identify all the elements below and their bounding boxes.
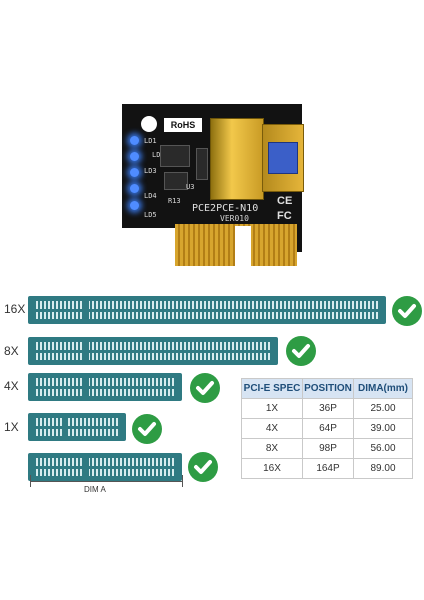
slot-label-8x: 8X bbox=[4, 344, 19, 358]
slot-4x bbox=[28, 373, 182, 401]
slot-divider bbox=[34, 308, 380, 312]
fc-mark: FC bbox=[277, 210, 292, 222]
slot-key bbox=[62, 416, 67, 438]
table-row: 16X 164P 89.00 bbox=[241, 458, 413, 479]
ce-mark: CE bbox=[277, 195, 293, 207]
dimension-label: DIM A bbox=[84, 485, 106, 494]
led-light bbox=[130, 168, 139, 177]
slot-key bbox=[84, 299, 89, 321]
slot-1x bbox=[28, 413, 126, 441]
table-row: 1X 36P 25.00 bbox=[241, 398, 413, 419]
table-header-row: PCI-E SPEC POSITION DIMA(mm) bbox=[241, 378, 413, 399]
chip bbox=[196, 148, 208, 180]
slot-dimension bbox=[28, 453, 182, 481]
silk-ld1: LD1 bbox=[144, 137, 157, 145]
table-cell: 98P bbox=[302, 438, 354, 459]
check-icon bbox=[392, 296, 422, 326]
chip bbox=[160, 145, 190, 167]
header-spec: PCI-E SPEC bbox=[241, 378, 303, 399]
slot-divider bbox=[34, 465, 176, 469]
model-label: PCE2PCE-N10 bbox=[192, 203, 259, 214]
led-light bbox=[130, 136, 139, 145]
slot-divider bbox=[34, 385, 176, 389]
table-cell: 8X bbox=[241, 438, 303, 459]
slot-label-1x: 1X bbox=[4, 420, 19, 434]
silk-u3: U3 bbox=[186, 183, 195, 191]
table-cell: 25.00 bbox=[353, 398, 413, 419]
table-cell: 39.00 bbox=[353, 418, 413, 439]
table-cell: 36P bbox=[302, 398, 354, 419]
usb-connector-body bbox=[210, 118, 264, 200]
table-row: 8X 98P 56.00 bbox=[241, 438, 413, 459]
slot-key bbox=[84, 340, 89, 362]
table-cell: 56.00 bbox=[353, 438, 413, 459]
contact-notch bbox=[235, 226, 251, 268]
dimension-tick bbox=[182, 475, 183, 487]
table-cell: 64P bbox=[302, 418, 354, 439]
slot-8x bbox=[28, 337, 278, 365]
dimension-tick bbox=[30, 475, 31, 487]
silk-ld3: LD3 bbox=[144, 167, 157, 175]
header-position: POSITION bbox=[302, 378, 354, 399]
slot-label-16x: 16X bbox=[4, 302, 26, 316]
slot-16x bbox=[28, 296, 386, 324]
mounting-hole bbox=[141, 116, 157, 132]
chip bbox=[164, 172, 188, 190]
slot-divider bbox=[34, 425, 120, 429]
table-cell: 164P bbox=[302, 458, 354, 479]
header-dima: DIMA(mm) bbox=[353, 378, 413, 399]
version-label: VER010 bbox=[220, 214, 249, 223]
rohs-label: RoHS bbox=[164, 118, 202, 132]
led-light bbox=[130, 152, 139, 161]
led-light bbox=[130, 201, 139, 210]
slot-key bbox=[84, 376, 89, 398]
silk-r13: R13 bbox=[168, 197, 181, 205]
slot-key bbox=[84, 456, 89, 478]
table-cell: 16X bbox=[241, 458, 303, 479]
spec-table: PCI-E SPEC POSITION DIMA(mm) 1X 36P 25.0… bbox=[241, 378, 413, 479]
table-cell: 4X bbox=[241, 418, 303, 439]
board-cutout bbox=[122, 228, 175, 268]
slot-divider bbox=[34, 349, 272, 353]
slot-label-4x: 4X bbox=[4, 379, 19, 393]
table-cell: 89.00 bbox=[353, 458, 413, 479]
check-icon bbox=[190, 373, 220, 403]
table-cell: 1X bbox=[241, 398, 303, 419]
led-light bbox=[130, 184, 139, 193]
check-icon bbox=[286, 336, 316, 366]
silk-ld4: LD4 bbox=[144, 192, 157, 200]
silk-ld2: LD2 bbox=[152, 151, 165, 159]
dimension-line bbox=[30, 481, 182, 482]
silk-ld5: LD5 bbox=[144, 211, 157, 219]
usb-tongue bbox=[268, 142, 298, 174]
check-icon bbox=[188, 452, 218, 482]
check-icon bbox=[132, 414, 162, 444]
table-row: 4X 64P 39.00 bbox=[241, 418, 413, 439]
